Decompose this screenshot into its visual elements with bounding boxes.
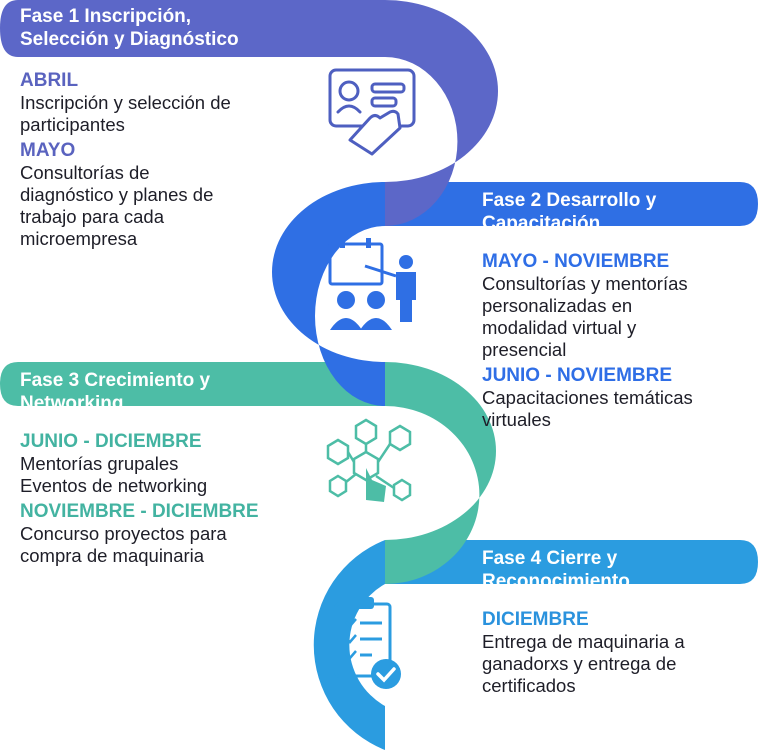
phase-3-title: Fase 3 Crecimiento y Networking bbox=[20, 369, 210, 415]
phase-3-title-line-2: Networking bbox=[20, 393, 124, 414]
phase-1-band bbox=[0, 0, 498, 226]
phase-1-desc-line: participantes bbox=[20, 114, 125, 135]
phase-2-band bbox=[272, 182, 758, 406]
phase-1-title-line-1: Fase 1 Inscripción, bbox=[20, 6, 192, 27]
phase-4-desc-line: ganadorxs y entrega de bbox=[482, 653, 677, 674]
phase-3-desc-line: compra de maquinaria bbox=[20, 545, 205, 566]
phase-1-desc-line: Inscripción y selección de bbox=[20, 92, 231, 113]
phase-3-band bbox=[0, 362, 496, 584]
phase-2-title-line-2: Capacitación bbox=[482, 213, 601, 234]
phase-4-desc-line: certificados bbox=[482, 675, 576, 696]
phase-2-title: Fase 2 Desarrollo y Capacitación bbox=[482, 189, 656, 235]
phase-4-title: Fase 4 Cierre y Reconocimiento bbox=[482, 547, 630, 593]
phase-4-title-line-2: Reconocimiento bbox=[482, 571, 630, 592]
phase-2-desc-line: Capacitaciones temáticas bbox=[482, 387, 693, 408]
phase-2-content: MAYO - NOVIEMBRE Consultorías y mentoría… bbox=[482, 251, 693, 431]
phase-2-desc-line: Consultorías y mentorías bbox=[482, 273, 688, 294]
phase-1-title: Fase 1 Inscripción, Selección y Diagnóst… bbox=[20, 5, 239, 51]
phase-3-desc-line: Eventos de networking bbox=[20, 475, 208, 496]
phase-2-desc-line: modalidad virtual y bbox=[482, 317, 637, 338]
phase-2-desc-line: presencial bbox=[482, 339, 567, 360]
phase-3-title-line-1: Fase 3 Crecimiento y bbox=[20, 370, 211, 391]
checklist-clipboard-icon bbox=[334, 597, 401, 689]
network-hexagon-icon bbox=[326, 418, 412, 502]
phase-1-desc-line: Consultorías de bbox=[20, 162, 150, 183]
phase-1-period-1: ABRIL bbox=[20, 70, 79, 91]
id-card-touch-icon bbox=[328, 68, 416, 156]
phase-1-desc-line: diagnóstico y planes de bbox=[20, 184, 214, 205]
phase-1-period-2: MAYO bbox=[20, 140, 76, 161]
phase-4-content: DICIEMBRE Entrega de maquinaria a ganado… bbox=[482, 609, 685, 697]
phase-2-period-1: MAYO - NOVIEMBRE bbox=[482, 251, 670, 272]
phase-2-period-2: JUNIO - NOVIEMBRE bbox=[482, 365, 673, 386]
phase-1-content: ABRIL Inscripción y selección de partici… bbox=[20, 70, 231, 250]
phase-1-desc-line: microempresa bbox=[20, 228, 138, 249]
phase-4-title-line-1: Fase 4 Cierre y bbox=[482, 548, 618, 569]
phase-2-desc-line: personalizadas en bbox=[482, 295, 633, 316]
phase-4-desc-line: Entrega de maquinaria a bbox=[482, 631, 685, 652]
phase-3-period-2: NOVIEMBRE - DICIEMBRE bbox=[20, 501, 259, 522]
phase-2-title-line-1: Fase 2 Desarrollo y bbox=[482, 190, 657, 211]
phase-1-title-line-2: Selección y Diagnóstico bbox=[20, 29, 239, 50]
phase-3-content: JUNIO - DICIEMBRE Mentorías grupales Eve… bbox=[20, 431, 259, 567]
phase-1-desc-line: trabajo para cada bbox=[20, 206, 164, 227]
phase-4-band bbox=[313, 540, 758, 750]
presentation-training-icon bbox=[328, 238, 416, 330]
phase-2-desc-line: virtuales bbox=[482, 409, 551, 430]
phase-3-desc-line: Concurso proyectos para bbox=[20, 523, 227, 544]
phase-3-period-1: JUNIO - DICIEMBRE bbox=[20, 431, 202, 452]
phase-3-desc-line: Mentorías grupales bbox=[20, 453, 179, 474]
phase-4-period-1: DICIEMBRE bbox=[482, 609, 589, 630]
